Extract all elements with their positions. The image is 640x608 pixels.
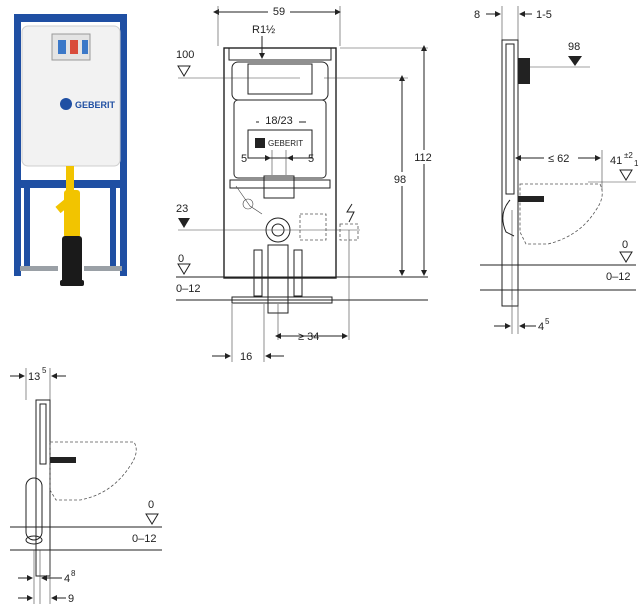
level-0-label-wc: 0 — [622, 239, 628, 251]
level-41-marker — [619, 169, 633, 181]
frame-right-post — [120, 14, 127, 276]
dim-height-112: 112 — [414, 152, 432, 164]
foot-right — [84, 266, 122, 271]
dim-top-13: 13 — [28, 371, 40, 383]
level-100-label: 100 — [176, 49, 194, 61]
side-frame — [501, 39, 519, 307]
floor-range-label: 0–12 — [176, 283, 200, 295]
side-view-wc: 8 1-5 98 ≤ 62 41 ±2 1 0 0–1 — [474, 6, 639, 334]
dim-offset-left: 5 — [241, 153, 247, 165]
level-0-label: 0 — [178, 253, 184, 265]
brand-logo-text: GEBERIT — [75, 100, 116, 110]
level-0-marker — [177, 263, 191, 275]
electric-icon — [346, 203, 355, 223]
dim-thread: R1½ — [252, 24, 275, 36]
floor-range-wc: 0–12 — [606, 271, 630, 283]
dim-bottom-4-alt-sup: 8 — [71, 569, 76, 578]
front-logo-text: GEBERIT — [268, 139, 303, 148]
dim-height-41-tol: ±2 — [624, 151, 633, 160]
foot-left — [20, 266, 58, 271]
flush-plate-opening — [247, 129, 313, 159]
flush-plate-side — [518, 58, 530, 84]
dim-top-1-5: 1-5 — [536, 9, 552, 21]
front-cistern-body — [233, 99, 327, 179]
geberit-logo-icon — [60, 98, 72, 110]
level-98-label: 98 — [568, 41, 580, 53]
dim-bottom-34: ≥ 34 — [298, 331, 319, 343]
front-view: 59 R1½ GEBERIT 18/23 5 5 — [176, 5, 436, 363]
dim-height-41-tol2: 1 — [634, 159, 639, 168]
drain-pipe-black — [62, 236, 82, 286]
side-view-alt: 13 5 0 0–12 4 8 9 — [10, 366, 162, 605]
dim-bottom-4-alt: 4 — [64, 573, 70, 585]
dim-width-59: 59 — [273, 6, 285, 18]
level-0-label-alt: 0 — [148, 499, 154, 511]
level-98-marker — [568, 56, 582, 66]
floor-range-alt: 0–12 — [132, 533, 156, 545]
alt-wc-bowl — [49, 441, 137, 501]
dim-bottom-9: 9 — [68, 593, 74, 605]
dim-button-18-23: 18/23 — [265, 115, 293, 127]
dim-bottom-4: 4 — [538, 321, 544, 333]
dim-top-13-sup: 5 — [42, 366, 47, 375]
dim-height-41: 41 — [610, 155, 622, 167]
product-photo: GEBERIT — [14, 14, 127, 286]
alt-drain-pipe — [25, 477, 43, 541]
dim-bottom-16: 16 — [240, 351, 252, 363]
frame-top-rail — [14, 14, 127, 22]
frame-left-post — [14, 14, 21, 276]
dim-depth-62: ≤ 62 — [548, 153, 569, 165]
level-100-marker — [177, 65, 191, 77]
level-23-marker — [178, 218, 190, 228]
dim-bottom-4-sup: 5 — [545, 317, 550, 326]
dim-top-8: 8 — [474, 9, 480, 21]
electrical-box — [299, 213, 327, 241]
wc-bowl-outline — [519, 183, 603, 245]
dim-offset-right: 5 — [308, 153, 314, 165]
dim-height-98: 98 — [394, 174, 406, 186]
level-23-label: 23 — [176, 203, 188, 215]
